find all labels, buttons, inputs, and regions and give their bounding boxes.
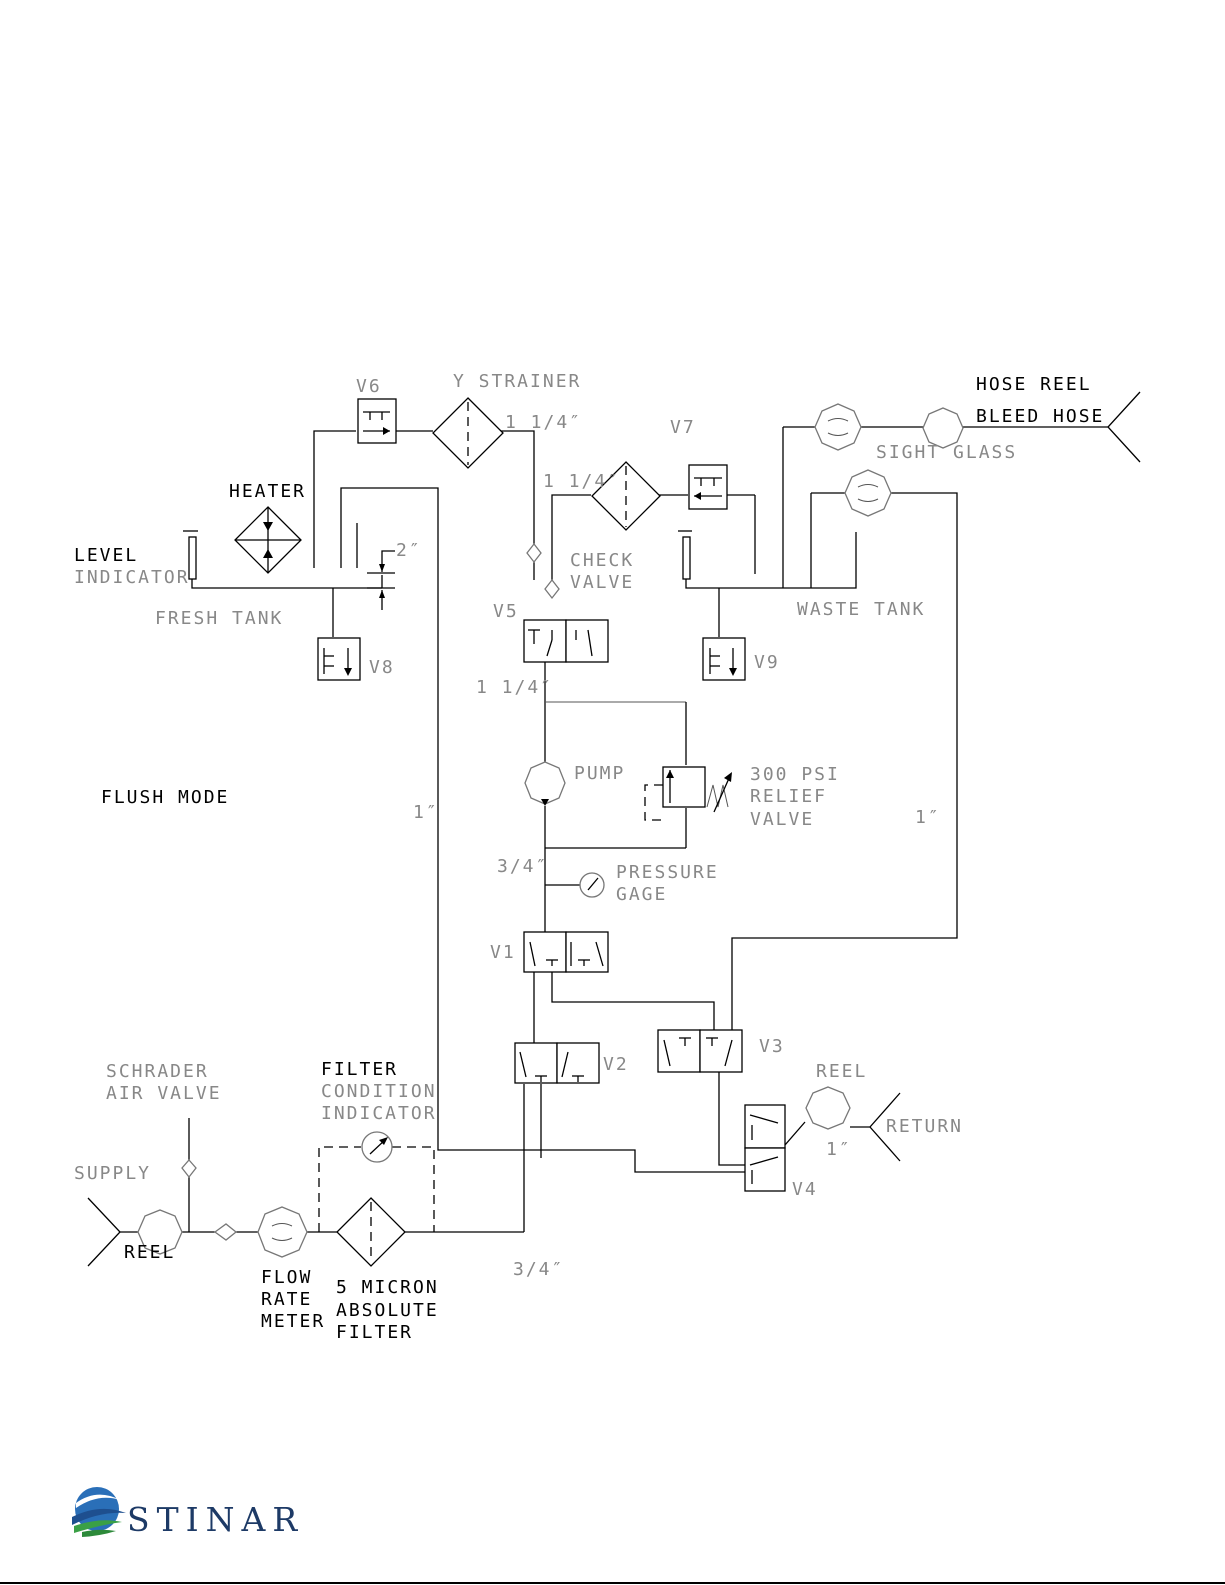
- bleed-hose-end-symbol: [1107, 391, 1141, 463]
- hose-reel-symbol: [922, 407, 964, 449]
- label-flow-meter-2: RATE: [261, 1289, 312, 1310]
- sight-glass-upper-symbol: [814, 403, 862, 451]
- label-filter-condition-3: INDICATOR: [321, 1103, 437, 1124]
- supply-end-symbol: [87, 1197, 121, 1267]
- valve-v3-symbol: [657, 1029, 743, 1073]
- valve-v2-symbol: [514, 1042, 600, 1084]
- valve-v4-symbol: [744, 1104, 786, 1192]
- label-v1: V1: [490, 942, 516, 963]
- label-level-indicator-2: INDICATOR: [74, 567, 190, 588]
- label-size-pump-in: 1 1/4″: [476, 677, 553, 698]
- label-heater: HEATER: [229, 481, 306, 502]
- waste-level-indicator-symbol: [678, 530, 692, 580]
- label-v7: V7: [670, 417, 696, 438]
- label-size-reel-return: 1″: [826, 1139, 852, 1160]
- label-v8: V8: [369, 657, 395, 678]
- label-size-supply: 3/4″: [513, 1259, 564, 1280]
- label-v5: V5: [493, 601, 519, 622]
- label-relief-2: RELIEF: [750, 786, 827, 807]
- label-v6: V6: [356, 376, 382, 397]
- pump-symbol: [524, 761, 566, 806]
- label-flow-meter-3: METER: [261, 1311, 325, 1332]
- label-y-strainer: Y STRAINER: [453, 371, 581, 392]
- label-size-strainer-out: 1 1/4″: [505, 412, 582, 433]
- label-size-return-right: 1″: [915, 807, 941, 828]
- label-schrader-1: SCHRADER: [106, 1061, 209, 1082]
- label-schrader-2: AIR VALVE: [106, 1083, 222, 1104]
- label-size-v7-filter-in: 1 1/4″: [543, 471, 620, 492]
- pressure-gage-symbol: [579, 872, 605, 898]
- label-pressure-gage-2: GAGE: [616, 884, 667, 905]
- label-return: RETURN: [886, 1116, 963, 1137]
- label-filter-condition-1: FILTER: [321, 1059, 398, 1080]
- schrader-valve-symbol: [181, 1159, 197, 1179]
- label-v3: V3: [759, 1036, 785, 1057]
- page-bottom-rule: [0, 1582, 1225, 1584]
- tank-level-dimension: [367, 550, 395, 610]
- label-v2: V2: [603, 1054, 629, 1075]
- supply-check-valve-symbol: [213, 1223, 238, 1241]
- valve-v8-symbol: [317, 637, 361, 681]
- level-indicator-symbol: [183, 530, 198, 580]
- reel-left-symbol: [137, 1209, 183, 1255]
- label-micron-filter-1: 5 MICRON: [336, 1277, 439, 1298]
- label-check-valve-2: VALVE: [570, 572, 634, 593]
- valve-v6-symbol: [357, 398, 397, 444]
- label-fresh-tank: FRESH TANK: [155, 608, 283, 629]
- label-bleed-hose: BLEED HOSE: [976, 406, 1104, 427]
- relief-valve-symbol: [644, 766, 732, 821]
- brand-name: STINAR: [127, 1500, 304, 1539]
- label-relief-1: 300 PSI: [750, 764, 840, 785]
- label-size-pump-out: 3/4″: [497, 856, 548, 877]
- label-level-indicator-1: LEVEL: [74, 545, 138, 566]
- label-waste-tank: WASTE TANK: [797, 599, 925, 620]
- check-valve-upper-symbol: [526, 542, 542, 564]
- label-supply: SUPPLY: [74, 1163, 151, 1184]
- check-valve-lower-symbol: [544, 578, 560, 600]
- sight-glass-lower-symbol: [844, 469, 892, 517]
- label-hose-reel: HOSE REEL: [976, 374, 1092, 395]
- valve-v5-symbol: [523, 619, 609, 663]
- y-strainer-symbol: [432, 397, 504, 469]
- micron-filter-symbol: [336, 1197, 406, 1267]
- label-pressure-gage-1: PRESSURE: [616, 862, 719, 883]
- reel-right-symbol: [805, 1086, 851, 1130]
- labels: V6 Y STRAINER 1 1/4″ V7 1 1/4″ HOSE REEL…: [74, 371, 1104, 1343]
- label-sight-glass: SIGHT GLASS: [876, 442, 1017, 463]
- label-size-return-left: 1″: [413, 802, 439, 823]
- v7-filter-symbol: [591, 461, 661, 531]
- return-end-symbol: [869, 1092, 901, 1162]
- label-filter-condition-2: CONDITION: [321, 1081, 437, 1102]
- flow-rate-meter-symbol: [257, 1206, 308, 1258]
- label-reel-left: REEL: [124, 1242, 175, 1263]
- label-check-valve-1: CHECK: [570, 550, 634, 571]
- filter-condition-gauge-symbol: [361, 1131, 393, 1163]
- label-v4: V4: [792, 1179, 818, 1200]
- label-pump: PUMP: [574, 763, 625, 784]
- stinar-logo: STINAR: [72, 1487, 304, 1539]
- valve-v9-symbol: [702, 637, 746, 681]
- label-micron-filter-3: FILTER: [336, 1322, 413, 1343]
- label-micron-filter-2: ABSOLUTE: [336, 1300, 439, 1321]
- label-size-tank-level: 2″: [396, 540, 422, 561]
- heater-symbol: [234, 506, 302, 574]
- valve-v7-symbol: [688, 464, 728, 510]
- label-flush-mode: FLUSH MODE: [101, 787, 229, 808]
- label-reel-right: REEL: [816, 1061, 867, 1082]
- label-v9: V9: [754, 652, 780, 673]
- label-flow-meter-1: FLOW: [261, 1267, 312, 1288]
- valve-v1-symbol: [523, 931, 609, 973]
- stinar-globe-icon: [72, 1487, 126, 1537]
- label-relief-3: VALVE: [750, 809, 814, 830]
